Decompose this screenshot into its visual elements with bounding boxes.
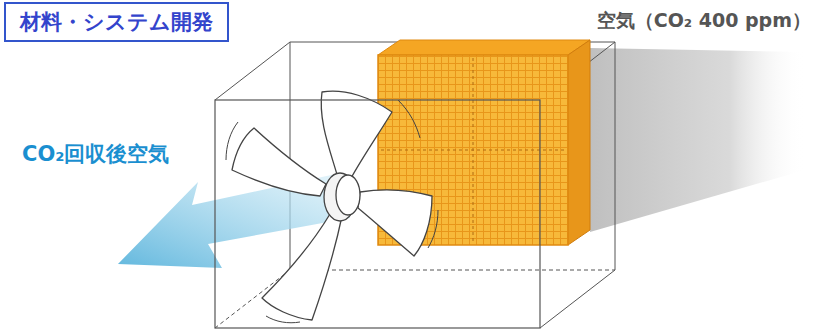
housing-back xyxy=(215,42,615,328)
housing-front xyxy=(215,100,540,328)
heading-box: 材料・システム開発 xyxy=(4,2,229,42)
air-flow xyxy=(590,48,805,232)
box-text: 材料・システム開発 xyxy=(20,8,213,36)
fan xyxy=(226,91,438,323)
inlet-label: 空気（CO₂ 400 ppm） xyxy=(597,8,811,34)
outlet-label: CO₂回収後空気 xyxy=(22,140,169,168)
